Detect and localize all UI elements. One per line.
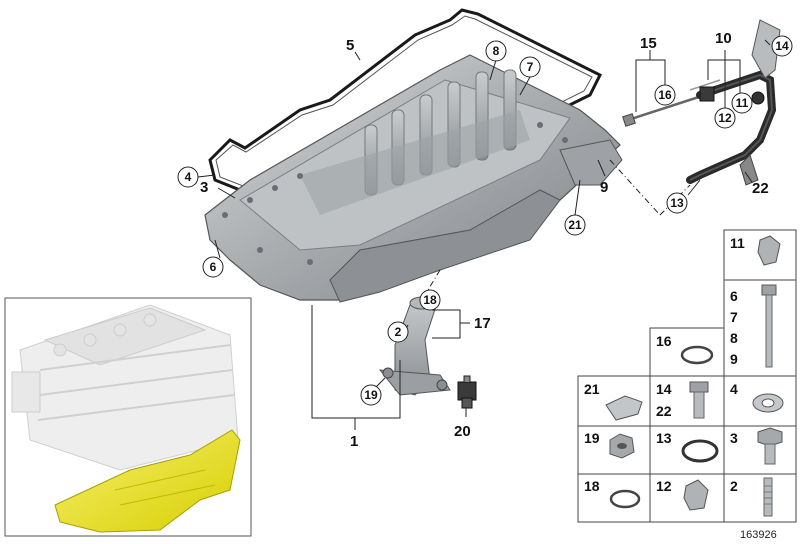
callout-11: 11 xyxy=(731,92,753,114)
callout-17: 17 xyxy=(474,315,491,332)
legend-label-14: 14 xyxy=(656,381,672,397)
svg-text:16: 16 xyxy=(658,88,672,102)
callout-2: 2 xyxy=(387,321,409,343)
callout-22: 22 xyxy=(752,180,769,197)
legend-label-18: 18 xyxy=(584,478,600,494)
svg-text:2: 2 xyxy=(395,325,402,339)
engine-block-image xyxy=(11,304,239,471)
svg-text:19: 19 xyxy=(364,388,378,402)
svg-text:4: 4 xyxy=(185,170,192,184)
dipstick xyxy=(622,79,721,127)
oil-pan-highlight xyxy=(54,429,241,533)
legend-label-22: 22 xyxy=(656,403,672,419)
oil-pickup-tube xyxy=(378,294,451,396)
svg-text:7: 7 xyxy=(527,60,534,74)
callout-18: 18 xyxy=(419,289,441,311)
svg-text:14: 14 xyxy=(775,39,789,53)
svg-text:8: 8 xyxy=(493,44,500,58)
oil-pan xyxy=(204,54,623,303)
legend-label-9: 9 xyxy=(730,351,738,367)
callout-13: 13 xyxy=(666,192,688,214)
svg-text:11: 11 xyxy=(736,96,749,110)
callout-14: 14 xyxy=(771,35,793,57)
svg-text:13: 13 xyxy=(670,196,684,210)
callout-3: 3 xyxy=(200,179,208,196)
legend-label-7: 7 xyxy=(730,309,738,325)
legend-label-12: 12 xyxy=(656,478,672,494)
callout-5: 5 xyxy=(346,37,354,54)
callout-7: 7 xyxy=(519,56,541,78)
callout-6: 6 xyxy=(202,256,224,278)
legend-label-8: 8 xyxy=(730,330,738,346)
svg-text:6: 6 xyxy=(210,260,217,274)
callout-1: 1 xyxy=(350,433,358,450)
legend-label-13: 13 xyxy=(656,430,672,446)
legend-label-19: 19 xyxy=(584,430,600,446)
svg-text:18: 18 xyxy=(423,293,437,307)
callout-12: 12 xyxy=(714,107,736,129)
parts-legend: 11 6 7 8 9 16 21 14 22 4 19 13 3 xyxy=(577,229,797,523)
oil-sensor-20 xyxy=(457,375,477,409)
dipstick-guide-tube xyxy=(686,19,781,186)
legend-label-11: 11 xyxy=(730,235,745,251)
callout-8: 8 xyxy=(485,40,507,62)
legend-label-4: 4 xyxy=(730,381,738,397)
callout-15: 15 xyxy=(640,35,657,52)
svg-text:12: 12 xyxy=(718,111,732,125)
callout-9: 9 xyxy=(600,179,608,196)
callout-4: 4 xyxy=(177,166,199,188)
callout-16: 16 xyxy=(654,84,676,106)
legend-label-2: 2 xyxy=(730,478,738,494)
legend-label-6: 6 xyxy=(730,288,738,304)
leader-lines xyxy=(197,39,771,430)
legend-label-16: 16 xyxy=(656,333,672,349)
legend-label-21: 21 xyxy=(584,381,600,397)
callouts: 5 8 7 4 3 6 9 21 1 18 17 2 19 20 15 16 1… xyxy=(177,30,793,450)
callout-21: 21 xyxy=(564,214,586,236)
callout-20: 20 xyxy=(454,423,471,440)
svg-text:21: 21 xyxy=(568,218,582,232)
callout-10: 10 xyxy=(715,30,732,47)
legend-label-3: 3 xyxy=(730,430,738,446)
engine-inset xyxy=(4,297,252,537)
callout-19: 19 xyxy=(360,384,382,406)
diagram-id: 163926 xyxy=(740,529,777,541)
